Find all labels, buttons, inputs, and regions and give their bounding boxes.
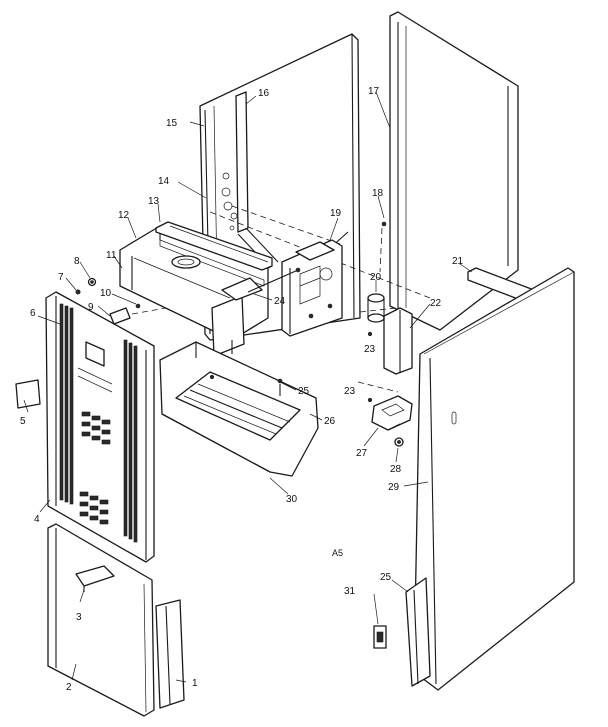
- callout-7: 7: [58, 272, 64, 283]
- callout-1: 1: [192, 678, 198, 689]
- part-19-control-box: [281, 239, 343, 337]
- callout-22: 22: [430, 298, 442, 309]
- diagram-mark-a5: A5: [332, 548, 343, 558]
- callout-29: 29: [388, 482, 400, 493]
- part-7-screw: [75, 289, 81, 295]
- callout-21: 21: [452, 256, 464, 267]
- callout-8: 8: [74, 256, 80, 267]
- callout-26: 26: [324, 416, 336, 427]
- louver-left: [59, 303, 74, 505]
- callout-19: 19: [330, 208, 342, 219]
- vent-grille-upper: [81, 411, 111, 445]
- part-20-tube: [367, 293, 385, 323]
- part-2-lower-door: [47, 523, 155, 717]
- callout-25-lower: 25: [380, 572, 392, 583]
- part-22-bracket: [383, 307, 413, 375]
- callout-28: 28: [390, 464, 402, 475]
- callout-20: 20: [370, 272, 382, 283]
- part-13-manifold: [155, 221, 273, 271]
- part-28-screw: [394, 437, 404, 447]
- part-8-knob: [87, 277, 97, 287]
- callout-11: 11: [106, 250, 117, 261]
- callout-4: 4: [34, 514, 40, 525]
- callout-2: 2: [66, 682, 72, 693]
- callout-16: 16: [258, 88, 270, 99]
- part-24-rod: [247, 267, 301, 293]
- part-6-sight-window: [85, 341, 105, 367]
- callout-6: 6: [30, 308, 36, 319]
- part-5-label: [15, 379, 41, 409]
- callout-14: 14: [158, 176, 170, 187]
- callout-23-upper: 23: [364, 344, 376, 355]
- callout-labels: 1 2 3 4 5 6 7 8 9 10 11 12 13 14 15 16 1…: [20, 86, 464, 693]
- callout-24: 24: [274, 296, 286, 307]
- part-1-back-plate: [155, 599, 185, 709]
- callout-5: 5: [20, 416, 26, 427]
- part-10-screw: [135, 303, 141, 309]
- leader-lines: [23, 91, 473, 683]
- callout-30: 30: [286, 494, 298, 505]
- callout-25-upper: 25: [298, 386, 310, 397]
- callout-3: 3: [76, 612, 82, 623]
- part-4-upper-door: [45, 291, 155, 563]
- part-18-screw: [381, 221, 387, 227]
- louver-right: [123, 339, 138, 543]
- callout-27: 27: [356, 448, 368, 459]
- callout-13: 13: [148, 196, 160, 207]
- part-17-side-panel: [389, 11, 519, 331]
- callout-10: 10: [100, 288, 112, 299]
- part-26-blower-housing: [159, 341, 319, 477]
- callout-9: 9: [88, 302, 94, 313]
- callout-15: 15: [166, 118, 178, 129]
- callout-23-lower: 23: [344, 386, 356, 397]
- part-25-corner-strip: [405, 577, 431, 687]
- part-23-screws: [367, 331, 373, 403]
- part-9-latch: [109, 307, 131, 325]
- callout-12: 12: [118, 210, 130, 221]
- part-29-outer-panel: [413, 267, 575, 691]
- part-31-clip: [373, 625, 387, 649]
- callout-17: 17: [368, 86, 380, 97]
- part-27-bracket: [371, 395, 413, 431]
- callout-31: 31: [344, 586, 356, 597]
- vent-grille-lower: [79, 491, 109, 525]
- callout-18: 18: [372, 188, 384, 199]
